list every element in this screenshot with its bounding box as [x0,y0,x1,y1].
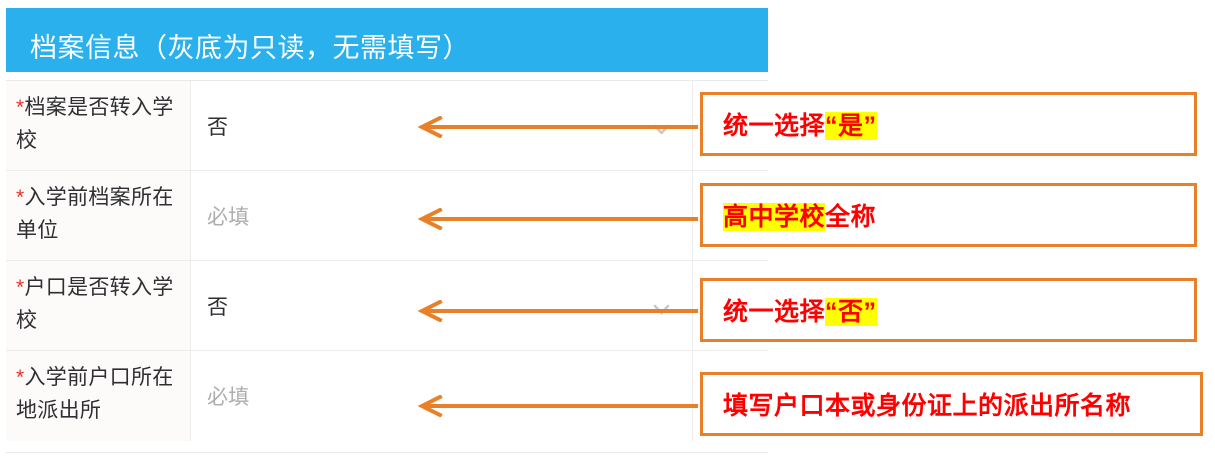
required-asterisk: * [16,276,25,299]
table-row: *入学前户口所在地派出所必填 [6,351,768,441]
annotation-text-3: 统一选择“否” [723,292,877,328]
annotation-highlight: 高中学校 [723,203,826,231]
field-placeholder: 必填 [207,386,250,409]
required-asterisk: * [16,96,25,119]
field-input[interactable]: 必填 [191,171,693,260]
annotation-highlight: “否” [825,298,877,326]
table-row: *入学前档案所在单位必填 [6,171,768,261]
table-row: *户口是否转入学校否 [6,261,768,351]
field-label-cell: *户口是否转入学校 [6,261,191,350]
annotation-plain: 统一选择 [723,298,826,326]
annotation-plain: 全称 [825,203,877,231]
field-label-text: 入学前档案所在单位 [16,186,174,242]
annotation-plain: 填写户口本或身份证上的派出所名称 [723,392,1132,420]
field-value: 否 [207,115,229,139]
field-value: 否 [207,295,229,319]
page-title: 档案信息（灰底为只读，无需填写） [30,33,470,63]
annotation-highlight: “是” [825,112,877,140]
chevron-down-icon[interactable] [653,122,670,139]
table-row: *档案是否转入学校否 [6,81,768,171]
form-table: *档案是否转入学校否*入学前档案所在单位必填*户口是否转入学校否*入学前户口所在… [6,80,768,453]
field-label-text: 户口是否转入学校 [16,276,174,332]
required-asterisk: * [16,186,25,209]
panel-header: 档案信息（灰底为只读，无需填写） [6,8,768,72]
field-label-cell: *档案是否转入学校 [6,81,191,170]
archive-info-form-panel: 档案信息（灰底为只读，无需填写） *档案是否转入学校否*入学前档案所在单位必填*… [6,8,768,453]
annotation-box-3: 统一选择“否” [700,278,1197,342]
field-label-text: 入学前户口所在地派出所 [16,366,174,422]
annotation-box-4: 填写户口本或身份证上的派出所名称 [700,372,1203,436]
annotation-text-1: 统一选择“是” [723,106,877,142]
annotation-box-2: 高中学校全称 [700,183,1197,247]
field-placeholder: 必填 [207,205,250,229]
field-label-cell: *入学前户口所在地派出所 [6,351,191,441]
required-asterisk: * [16,366,25,389]
annotation-plain: 统一选择 [723,112,826,140]
annotation-text-2: 高中学校全称 [723,197,876,233]
chevron-down-icon[interactable] [653,302,670,319]
annotation-box-1: 统一选择“是” [700,92,1197,156]
field-select[interactable]: 否 [191,261,693,350]
annotation-text-4: 填写户口本或身份证上的派出所名称 [723,386,1131,422]
field-input[interactable]: 必填 [191,351,693,441]
field-select[interactable]: 否 [191,81,693,170]
field-label-text: 档案是否转入学校 [16,96,174,152]
field-label-cell: *入学前档案所在单位 [6,171,191,260]
